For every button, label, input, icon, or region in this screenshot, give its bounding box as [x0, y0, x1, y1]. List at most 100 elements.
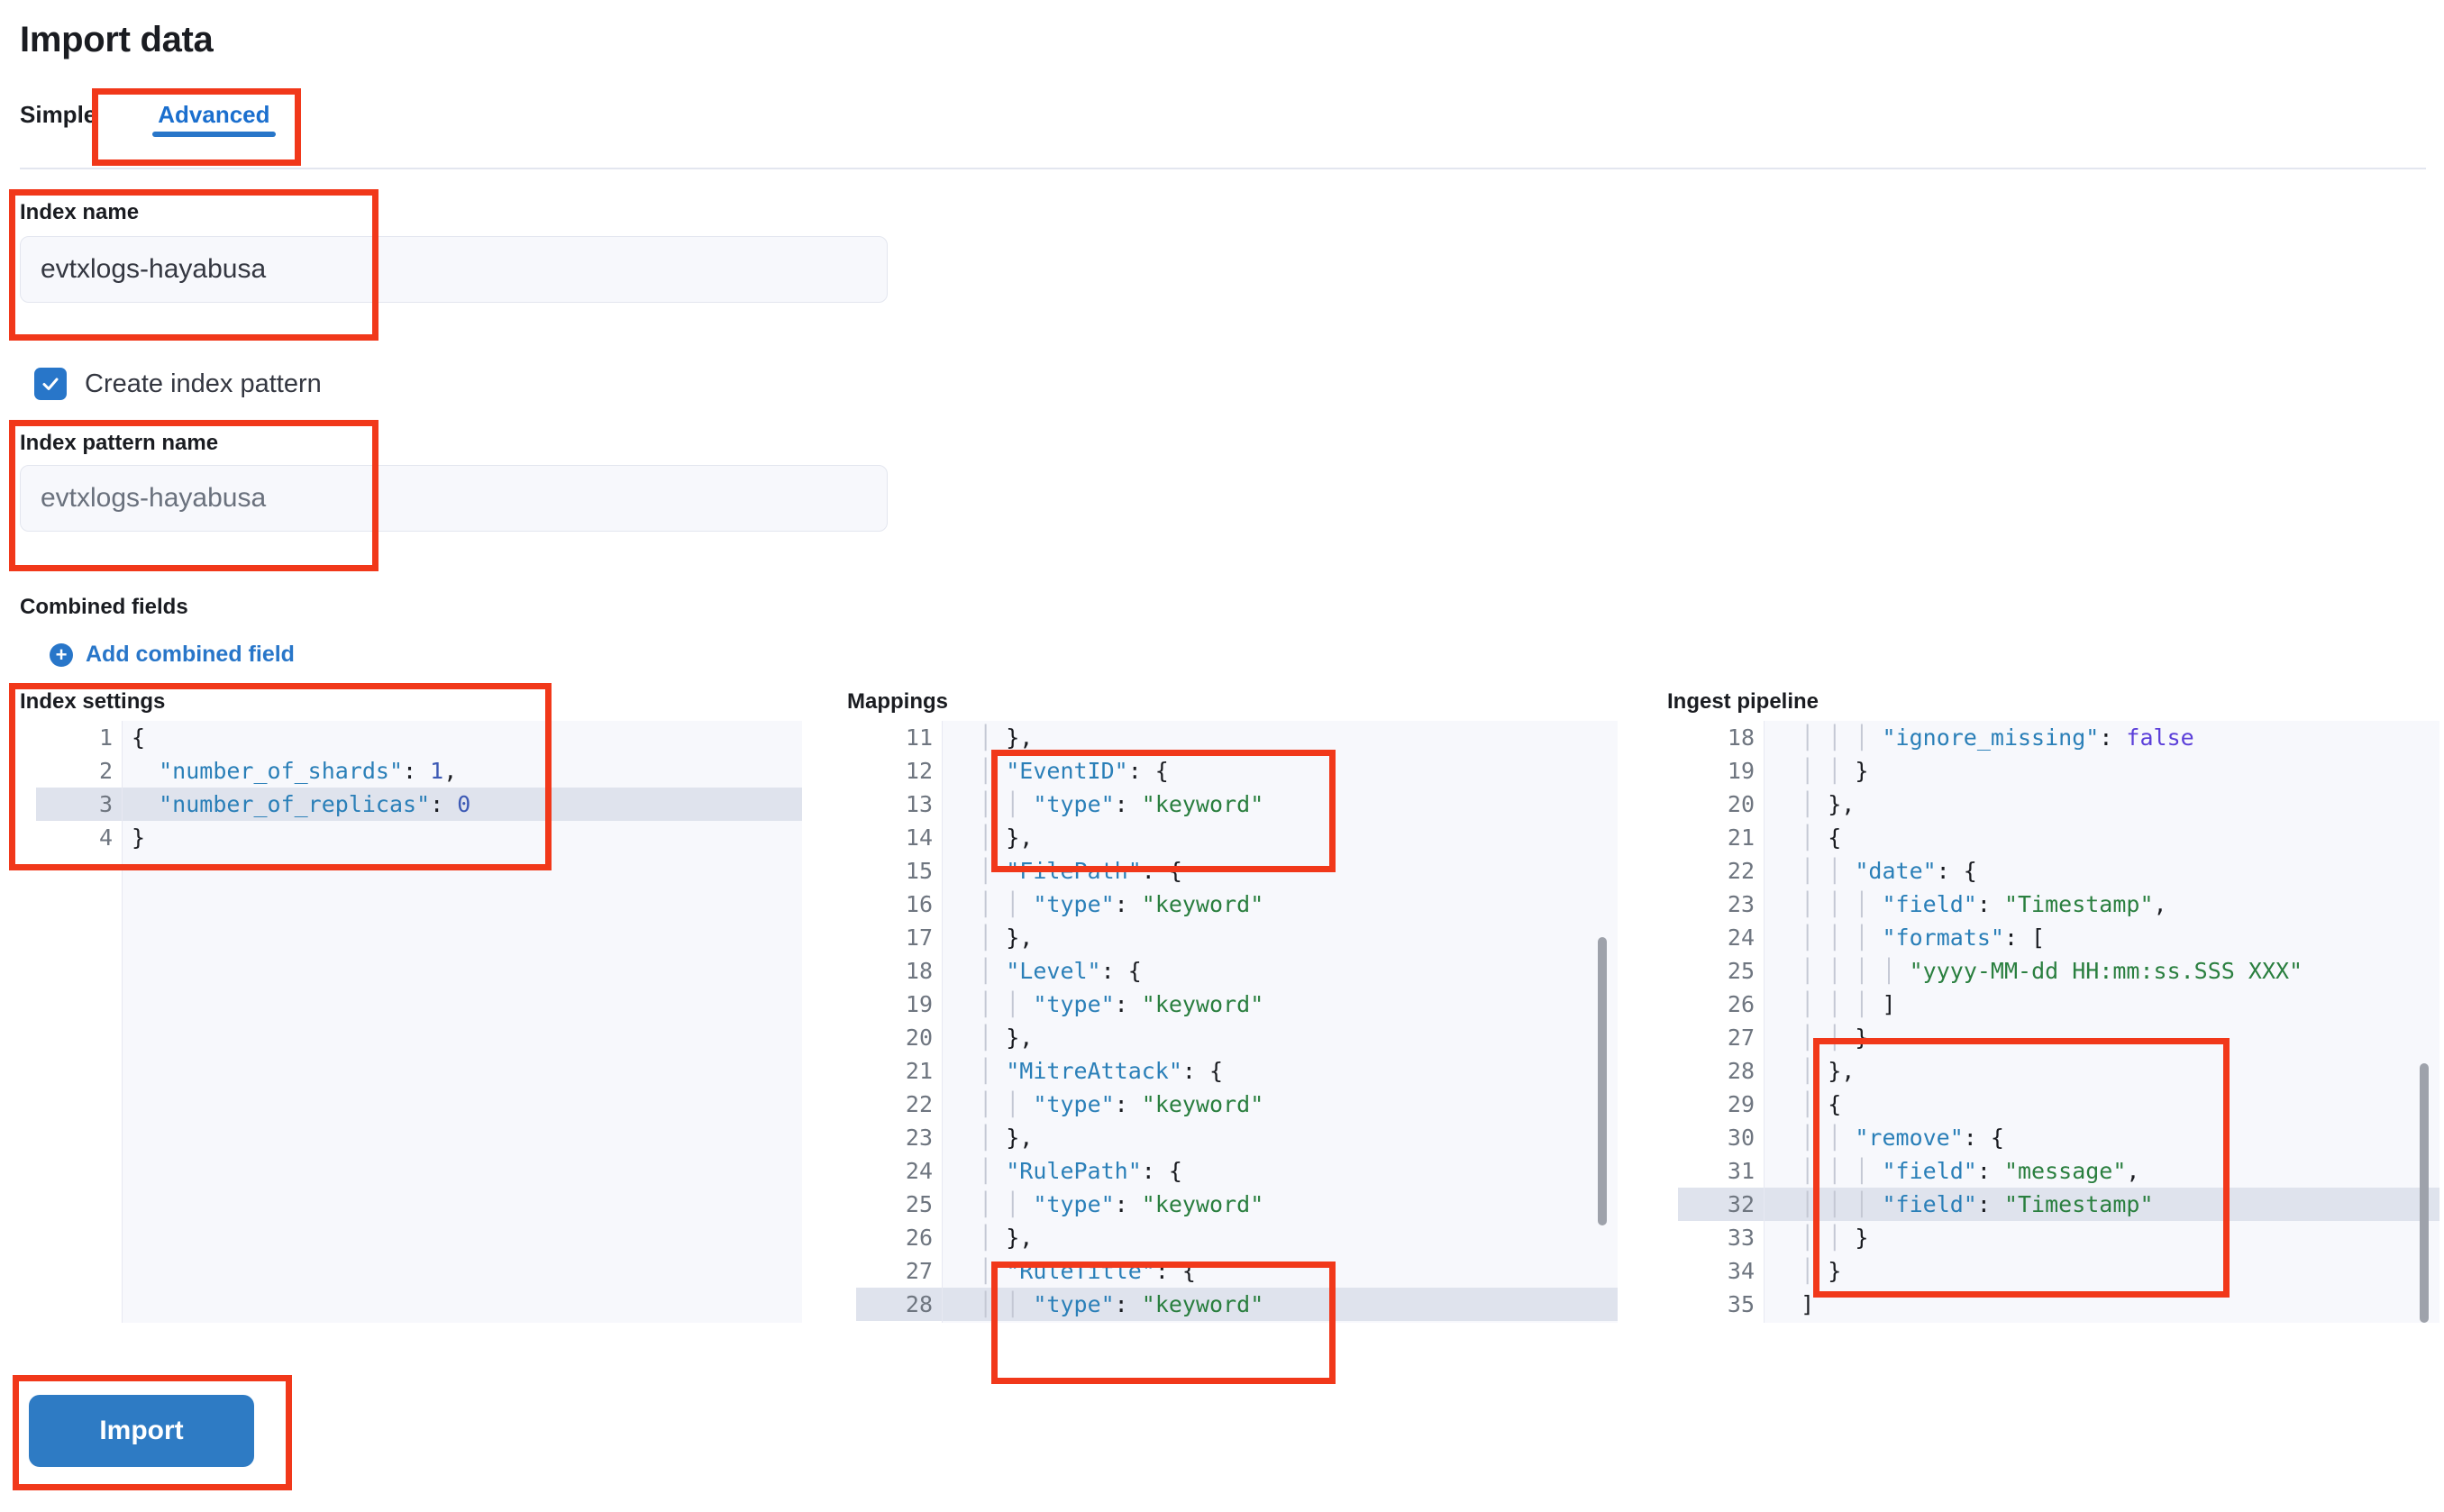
- page-title: Import data: [20, 20, 214, 59]
- line-number: 2: [98, 758, 113, 784]
- line-number: 22▾: [1727, 858, 1774, 884]
- tab-simple[interactable]: Simple: [20, 101, 97, 128]
- checkmark-icon: [40, 373, 61, 395]
- line-number: 29: [856, 1321, 942, 1323]
- index-pattern-name-input[interactable]: evtxlogs-hayabusa: [20, 465, 888, 532]
- ingest-pipeline-scrollbar[interactable]: [2420, 1063, 2429, 1323]
- code-line: │ },: [979, 824, 1034, 851]
- code-line: │ │ │ "field": "Timestamp",: [1801, 891, 2167, 917]
- index-name-input[interactable]: evtxlogs-hayabusa: [20, 236, 888, 303]
- line-number: 22: [905, 1091, 933, 1117]
- line-number: 28: [856, 1288, 942, 1321]
- code-line: │ │ │ "field": "Timestamp": [1765, 1188, 2439, 1221]
- index-pattern-name-label: Index pattern name: [20, 431, 219, 455]
- code-line: │ "EventID": {: [979, 758, 1169, 784]
- code-line: │ },: [979, 1125, 1034, 1151]
- line-number: 19: [1727, 758, 1755, 784]
- code-line: │ │ "type": "keyword": [979, 1191, 1264, 1217]
- add-combined-field-button[interactable]: + Add combined field: [50, 642, 295, 668]
- create-index-pattern-checkbox[interactable]: [34, 368, 67, 400]
- tab-advanced[interactable]: Advanced: [127, 101, 300, 149]
- line-number: 11: [905, 724, 933, 751]
- line-number: 15▾: [905, 858, 953, 884]
- code-line: │ │ │ "field": "message",: [1801, 1158, 2140, 1184]
- line-number: 27▾: [905, 1258, 953, 1284]
- line-number: 20: [905, 1025, 933, 1051]
- code-line: │ },: [979, 1225, 1034, 1251]
- code-line: │ │ }: [1801, 1025, 1869, 1051]
- line-number: 35: [1727, 1291, 1755, 1317]
- line-number: 29▾: [1727, 1091, 1774, 1117]
- code-area[interactable]: │ }, │ "EventID": { │ │ "type": "keyword…: [943, 721, 1618, 1323]
- code-line: │ │ "type": "keyword": [979, 791, 1264, 817]
- code-line: }: [1765, 1321, 2439, 1323]
- line-number: 23: [905, 1125, 933, 1151]
- code-line: │ "Level": {: [979, 958, 1142, 984]
- code-line: │ │ "type": "keyword": [979, 991, 1264, 1017]
- line-number: 32: [1678, 1188, 1764, 1221]
- line-number: 26: [905, 1225, 933, 1251]
- ingest-pipeline-editor[interactable]: 18192021▾22▾2324▾2526272829▾30▾313233343…: [1678, 721, 2439, 1323]
- code-line: │ │ │ "ignore_missing": false: [1801, 724, 2194, 751]
- create-index-pattern-label: Create index pattern: [85, 369, 322, 398]
- line-number: 34: [1727, 1258, 1755, 1284]
- code-line: │ },: [1801, 1058, 1856, 1084]
- line-number: 4: [98, 824, 113, 851]
- code-line: │ │ │ │ "yyyy-MM-dd HH:mm:ss.SSS XXX": [1801, 958, 2303, 984]
- line-number: 20: [1727, 791, 1755, 817]
- line-number: 13: [905, 791, 933, 817]
- code-line: │ │ "type": "keyword": [979, 1091, 1264, 1117]
- code-line: "number_of_replicas": 0: [123, 788, 802, 821]
- code-line: │ },: [979, 724, 1034, 751]
- code-line: │ │ │ ]: [1801, 991, 1896, 1017]
- code-area[interactable]: │ │ │ "ignore_missing": false │ │ } │ },…: [1765, 721, 2439, 1323]
- code-line: │ │ "remove": {: [1801, 1125, 2004, 1151]
- line-number: 33: [1727, 1225, 1755, 1251]
- line-number: 19: [905, 991, 933, 1017]
- code-line: │ │ │ "formats": [: [1801, 925, 2046, 951]
- line-number-gutter: 18192021▾22▾2324▾2526272829▾30▾313233343…: [1678, 721, 1774, 1323]
- tab-divider: [20, 168, 2426, 169]
- line-number: 25: [1727, 958, 1755, 984]
- line-number-gutter: 1▾234: [36, 721, 132, 1323]
- line-number: 26: [1727, 991, 1755, 1017]
- code-line: │ │ "type": "keyword": [943, 1288, 1618, 1321]
- code-line: │ {: [1801, 824, 1842, 851]
- add-combined-field-label: Add combined field: [86, 642, 295, 667]
- line-number: 18: [1727, 724, 1755, 751]
- code-line: {: [132, 724, 146, 751]
- line-number: 3: [36, 788, 122, 821]
- mappings-editor[interactable]: 1112▾131415▾161718▾192021▾222324▾252627▾…: [856, 721, 1618, 1323]
- code-line: │ },: [1801, 791, 1856, 817]
- code-line: │ │ "date": {: [1801, 858, 1977, 884]
- code-line: }: [132, 824, 146, 851]
- index-settings-editor[interactable]: 1▾234 { "number_of_shards": 1, "number_o…: [36, 721, 802, 1323]
- code-line: │ "FilePath": {: [979, 858, 1182, 884]
- line-number: 25: [905, 1191, 933, 1217]
- create-index-pattern-row[interactable]: Create index pattern: [34, 368, 322, 400]
- import-button[interactable]: Import: [29, 1395, 254, 1467]
- code-line: │ "RuleTitle": {: [979, 1258, 1196, 1284]
- code-line: │ "MitreAttack": {: [979, 1058, 1224, 1084]
- line-number: 14: [905, 824, 933, 851]
- line-number: 12▾: [905, 758, 953, 784]
- code-line: │ }: [1801, 1258, 1842, 1284]
- line-number-gutter: 1112▾131415▾161718▾192021▾222324▾252627▾…: [856, 721, 953, 1323]
- code-area[interactable]: { "number_of_shards": 1, "number_of_repl…: [123, 721, 802, 1323]
- line-number: 24▾: [1727, 925, 1774, 951]
- line-number: 31: [1727, 1158, 1755, 1184]
- line-number: 28: [1727, 1058, 1755, 1084]
- ingest-pipeline-heading: Ingest pipeline: [1667, 689, 1819, 714]
- line-number: 17: [905, 925, 933, 951]
- mappings-scrollbar[interactable]: [1598, 937, 1607, 1225]
- index-settings-heading: Index settings: [20, 689, 166, 714]
- line-number: 24▾: [905, 1158, 953, 1184]
- line-number: 21▾: [1727, 824, 1774, 851]
- line-number: 16: [905, 891, 933, 917]
- line-number: 27: [1727, 1025, 1755, 1051]
- mappings-heading: Mappings: [847, 689, 948, 714]
- plus-circle-icon: +: [50, 642, 73, 667]
- code-line: │ },: [979, 925, 1034, 951]
- tab-bar: Simple Advanced: [20, 101, 301, 149]
- code-line: │ },: [979, 1025, 1034, 1051]
